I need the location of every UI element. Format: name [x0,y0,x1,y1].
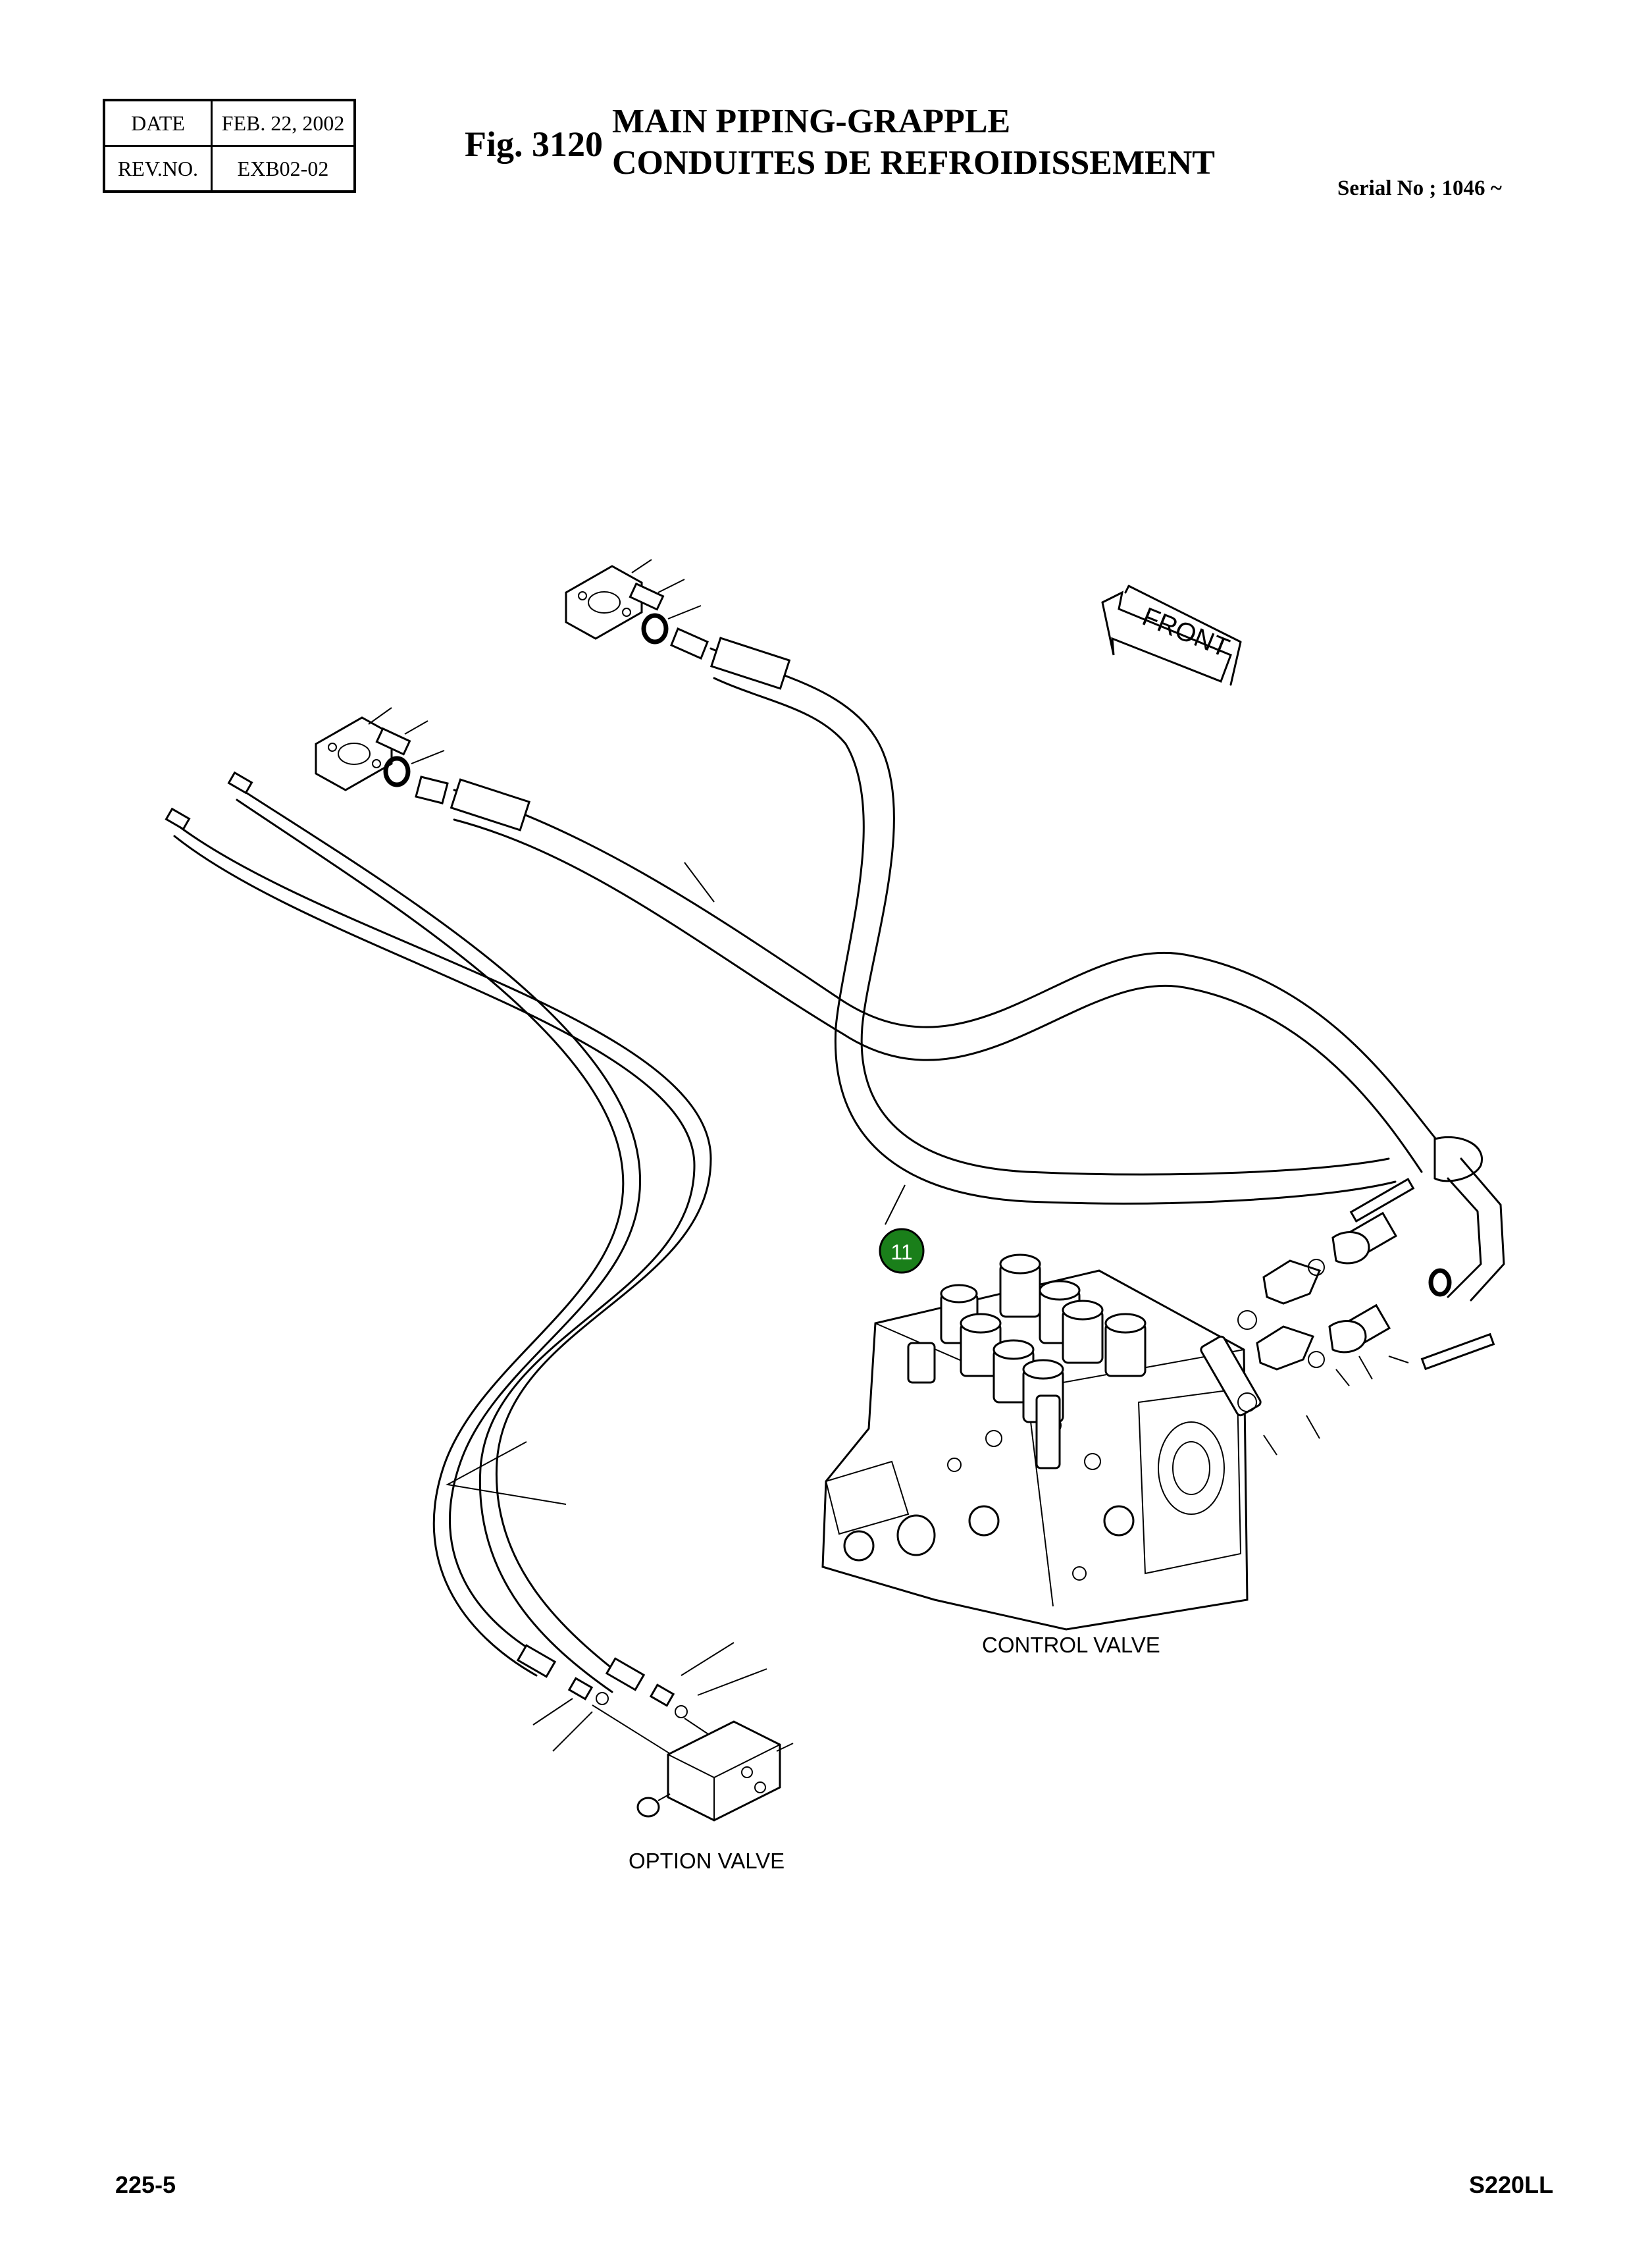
rev-value: EXB02-02 [211,145,356,193]
revision-table: DATE FEB. 22, 2002 REV.NO. EXB02-02 [103,99,356,193]
callout-badge-11[interactable]: 11 [879,1228,925,1274]
figure-number: Fig. 3120 [465,124,603,164]
page-number: 225-5 [115,2171,176,2198]
date-label: DATE [103,99,213,147]
serial-number: Serial No ; 1046 ~ [1337,176,1502,200]
control-valve-label: CONTROL VALVE [982,1633,1160,1657]
hose-main-a [670,627,1397,1205]
option-valve [636,1720,794,1822]
flange-upper-1 [565,559,702,645]
option-valve-label: OPTION VALVE [629,1849,785,1873]
control-valve-ports [1237,1178,1495,1456]
hose-pilot-pair [165,771,712,1693]
hose-main-b [415,776,1505,1302]
option-valve-fittings [532,1642,767,1755]
front-arrow-icon: FRONT [1101,585,1242,686]
title-english: MAIN PIPING-GRAPPLE [612,103,1011,140]
flange-upper-2 [315,707,445,791]
control-valve [821,1253,1262,1631]
title-french: CONDUITES DE REFROIDISSEMENT [612,144,1215,182]
date-value: FEB. 22, 2002 [211,99,356,147]
rev-label: REV.NO. [103,145,213,193]
model-number: S220LL [1469,2171,1554,2198]
callout-badge-label: 11 [890,1240,912,1264]
